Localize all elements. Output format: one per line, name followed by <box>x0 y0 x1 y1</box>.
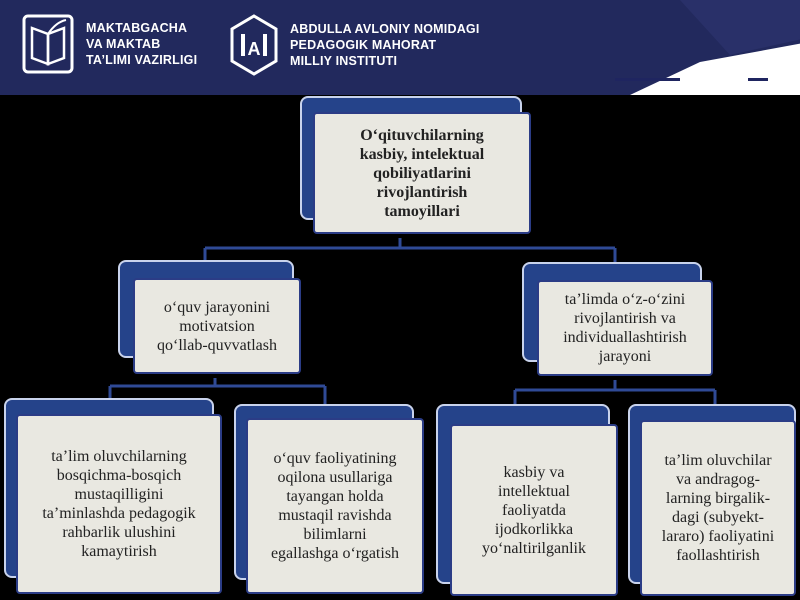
header-line-2 <box>748 78 768 81</box>
header-banner: MAKTABGACHA VA MAKTAB TA’LIMI VAZIRLIGI … <box>0 0 800 95</box>
book-icon <box>22 14 74 74</box>
institute-line-1: ABDULLA AVLONIY NOMIDAGI <box>290 22 480 36</box>
ministry-logo: MAKTABGACHA VA MAKTAB TA’LIMI VAZIRLIGI <box>22 14 197 74</box>
level2-node-4-text: ta’lim oluvchilar va andragog- larning b… <box>661 452 775 564</box>
institute-line-3: MILLIY INSTITUTI <box>290 54 398 68</box>
root-node-text: O‘qituvchilarning kasbiy, intelektual qo… <box>359 126 485 220</box>
level2-node-1-text: ta’lim oluvchilarning bosqichma-bosqich … <box>42 448 196 560</box>
header-line-1 <box>615 78 680 81</box>
level2-node-3-text: kasbiy va intellektual faoliyatda ijodko… <box>482 463 586 557</box>
ministry-line-1: MAKTABGACHA <box>86 21 188 35</box>
institute-logo: A ABDULLA AVLONIY NOMIDAGI PEDAGOGIK MAH… <box>230 14 480 76</box>
level1-node-motivation-text: o‘quv jarayonini motivatsion qo‘llab-quv… <box>157 298 277 354</box>
institute-hexagon-icon: A <box>230 14 278 76</box>
level1-node-self-development-text: ta’limdа o‘z-o‘zini rivojlantirish va in… <box>563 291 687 365</box>
institute-line-2: PEDAGOGIK MAHORAT <box>290 38 437 52</box>
header-decoration <box>630 0 800 95</box>
institute-logo-letter: A <box>248 39 261 59</box>
ministry-line-2: VA MAKTAB <box>86 37 161 51</box>
ministry-line-3: TA’LIMI VAZIRLIGI <box>86 53 198 67</box>
level2-node-2-text: o‘quv faoliyatining oqilona usullariga t… <box>270 450 400 562</box>
